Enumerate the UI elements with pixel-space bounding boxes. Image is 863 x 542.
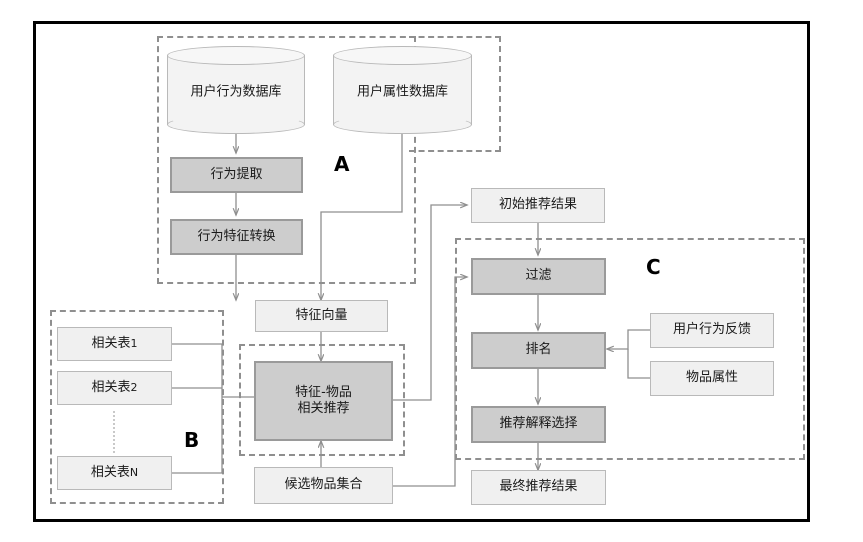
group-label-b: B <box>184 428 200 452</box>
node-feature-vector[interactable]: 特征向量 <box>255 300 388 332</box>
node-candidate-item-set[interactable]: 候选物品集合 <box>254 467 393 504</box>
ellipsis-vertical <box>113 411 119 453</box>
node-initial-recommend-result[interactable]: 初始推荐结果 <box>471 188 605 223</box>
cylinder-top <box>333 46 472 65</box>
node-recommend-explanation-select[interactable]: 推荐解释选择 <box>471 406 606 443</box>
node-behavior-extract[interactable]: 行为提取 <box>170 157 303 193</box>
node-ranking[interactable]: 排名 <box>471 332 606 369</box>
db-user-behavior-label: 用户行为数据库 <box>190 84 282 100</box>
node-filter[interactable]: 过滤 <box>471 258 606 295</box>
cylinder-body <box>167 55 305 125</box>
node-final-recommend-result[interactable]: 最终推荐结果 <box>471 470 606 505</box>
db-user-attribute: 用户属性数据库 <box>333 46 472 134</box>
cylinder-bottom <box>167 115 305 134</box>
group-a-extension-boundary <box>409 36 501 152</box>
db-user-attribute-label: 用户属性数据库 <box>356 84 448 100</box>
cylinder-body <box>333 55 472 125</box>
group-label-a: A <box>334 152 350 176</box>
node-user-behavior-feedback[interactable]: 用户行为反馈 <box>650 313 774 348</box>
group-a-boundary <box>157 36 416 284</box>
node-behavior-feature-transform[interactable]: 行为特征转换 <box>170 219 303 255</box>
cylinder-bottom <box>333 115 472 134</box>
node-feature-item-recommend[interactable]: 特征-物品 相关推荐 <box>254 361 393 441</box>
db-user-behavior: 用户行为数据库 <box>167 46 305 134</box>
group-label-c: C <box>646 255 661 279</box>
node-item-attribute[interactable]: 物品属性 <box>650 361 774 396</box>
group-b-boundary <box>50 310 224 504</box>
cylinder-top <box>167 46 305 65</box>
